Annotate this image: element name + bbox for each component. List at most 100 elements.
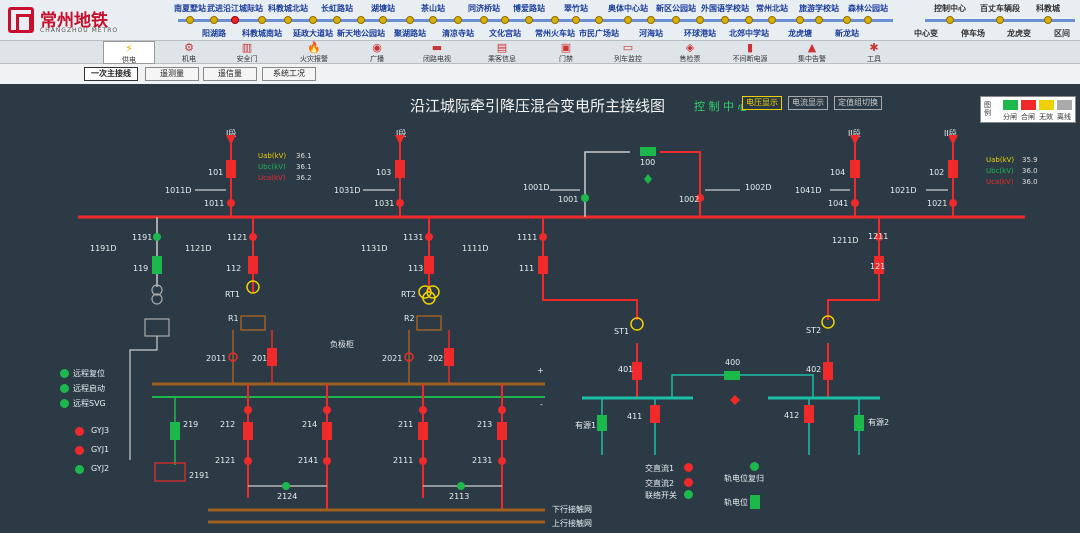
- remote-control-indicator[interactable]: [60, 384, 69, 393]
- tab-4[interactable]: 🔥火灾报警: [288, 41, 340, 64]
- station-marker[interactable]: [672, 16, 680, 24]
- remote-control-indicator[interactable]: [60, 369, 69, 378]
- tab-13[interactable]: ✱工具: [848, 41, 900, 64]
- view-subtabs: 一次主接线遥测量遥信量系统工况: [0, 64, 1080, 84]
- station-name[interactable]: 环球港站: [684, 29, 716, 38]
- voltage-display-button[interactable]: 电压显示: [742, 96, 782, 110]
- station-marker[interactable]: [454, 16, 462, 24]
- station-marker[interactable]: [647, 16, 655, 24]
- station-marker[interactable]: [429, 16, 437, 24]
- station-name[interactable]: 延政大道站: [293, 29, 333, 38]
- tab-5[interactable]: ◉广播: [351, 41, 403, 64]
- station-name[interactable]: 常州北站: [756, 4, 788, 13]
- station-marker[interactable]: [843, 16, 851, 24]
- remote-control-label[interactable]: 远程复位: [73, 369, 105, 378]
- station-marker[interactable]: [525, 16, 533, 24]
- station-name[interactable]: 龙虎塘: [788, 29, 812, 38]
- depot-marker[interactable]: [1044, 16, 1052, 24]
- station-marker[interactable]: [572, 16, 580, 24]
- station-name[interactable]: 武进沿江城际站: [207, 4, 263, 13]
- station-marker[interactable]: [231, 16, 239, 24]
- station-name[interactable]: 同济桥站: [468, 4, 500, 13]
- subtab-1[interactable]: 一次主接线: [84, 67, 138, 81]
- device-label-1041D: 1041D: [795, 186, 822, 195]
- station-marker[interactable]: [379, 16, 387, 24]
- depot-name[interactable]: 科教城: [1036, 4, 1060, 13]
- device-label-103: 103: [376, 168, 392, 177]
- station-name[interactable]: 茶山站: [421, 4, 445, 13]
- station-name[interactable]: 旅游学校站: [799, 4, 839, 13]
- depot-name[interactable]: 区间: [1054, 29, 1070, 38]
- tab-2[interactable]: ⚙机电: [163, 41, 215, 64]
- station-marker[interactable]: [406, 16, 414, 24]
- station-name[interactable]: 博爱路站: [513, 4, 545, 13]
- station-name[interactable]: 清凉寺站: [442, 29, 474, 38]
- station-marker[interactable]: [258, 16, 266, 24]
- left-ubc-label: Ubc(kV): [258, 163, 286, 171]
- up-catenary-label: 上行接触网: [552, 519, 592, 528]
- station-name[interactable]: 长虹路站: [321, 4, 353, 13]
- station-name[interactable]: 湖塘站: [371, 4, 395, 13]
- tab-9[interactable]: ▭列车监控: [602, 41, 654, 64]
- station-marker[interactable]: [768, 16, 776, 24]
- tab-6[interactable]: ▬闭路电视: [411, 41, 463, 64]
- station-marker[interactable]: [624, 16, 632, 24]
- station-name[interactable]: 阳湖路: [202, 29, 226, 38]
- remote-control-indicator[interactable]: [60, 399, 69, 408]
- subtab-2[interactable]: 遥测量: [145, 67, 199, 81]
- tab-10[interactable]: ◈售检票: [664, 41, 716, 64]
- station-name[interactable]: 河海站: [639, 29, 663, 38]
- station-name[interactable]: 新龙站: [835, 29, 859, 38]
- tab-7[interactable]: ▤乘客信息: [476, 41, 528, 64]
- station-name[interactable]: 文化宫站: [489, 29, 521, 38]
- subtab-3[interactable]: 遥信量: [203, 67, 257, 81]
- station-marker[interactable]: [501, 16, 509, 24]
- current-display-button[interactable]: 电流显示: [788, 96, 828, 110]
- subtab-4[interactable]: 系统工况: [262, 67, 316, 81]
- station-marker[interactable]: [333, 16, 341, 24]
- station-marker[interactable]: [796, 16, 804, 24]
- station-name[interactable]: 翠竹站: [564, 4, 588, 13]
- station-name[interactable]: 新天地公园站: [337, 29, 385, 38]
- station-name[interactable]: 市民广场站: [579, 29, 619, 38]
- station-marker[interactable]: [721, 16, 729, 24]
- depot-name[interactable]: 百丈车辆段: [980, 4, 1020, 13]
- depot-marker[interactable]: [946, 16, 954, 24]
- station-marker[interactable]: [357, 16, 365, 24]
- remote-control-label[interactable]: 远程启动: [73, 384, 105, 393]
- station-name[interactable]: 奥体中心站: [608, 4, 648, 13]
- depot-name[interactable]: 控制中心: [934, 4, 966, 13]
- station-marker[interactable]: [595, 16, 603, 24]
- station-marker[interactable]: [551, 16, 559, 24]
- station-marker[interactable]: [480, 16, 488, 24]
- depot-name[interactable]: 龙虎变: [1007, 29, 1031, 38]
- station-marker[interactable]: [210, 16, 218, 24]
- tab-12[interactable]: ▲集中告警: [786, 41, 838, 64]
- station-marker[interactable]: [284, 16, 292, 24]
- station-marker[interactable]: [309, 16, 317, 24]
- station-name[interactable]: 科教城北站: [268, 4, 308, 13]
- depot-name[interactable]: 停车场: [961, 29, 985, 38]
- tab-1[interactable]: ⚡供电: [103, 41, 155, 64]
- setting-group-switch-button[interactable]: 定值组切换: [834, 96, 882, 110]
- remote-control-label[interactable]: 远程SVG: [73, 399, 106, 408]
- station-name[interactable]: 森林公园站: [848, 4, 888, 13]
- station-marker[interactable]: [186, 16, 194, 24]
- station-marker[interactable]: [745, 16, 753, 24]
- station-name[interactable]: 常州火车站: [535, 29, 575, 38]
- station-marker[interactable]: [815, 16, 823, 24]
- tab-11[interactable]: ▮不间断电源: [724, 41, 776, 64]
- tab-8[interactable]: ▣门禁: [540, 41, 592, 64]
- station-name[interactable]: 北郊中学站: [729, 29, 769, 38]
- tab-3[interactable]: ▥安全门: [221, 41, 273, 64]
- station-name[interactable]: 南夏墅站: [174, 4, 206, 13]
- depot-marker[interactable]: [996, 16, 1004, 24]
- station-marker[interactable]: [696, 16, 704, 24]
- station-name[interactable]: 新区公园站: [656, 4, 696, 13]
- depot-name[interactable]: 中心变: [914, 29, 938, 38]
- device-label-1121D: 1121D: [185, 244, 212, 253]
- station-name[interactable]: 聚湖路站: [394, 29, 426, 38]
- station-marker[interactable]: [864, 16, 872, 24]
- station-name[interactable]: 外国语学校站: [701, 4, 749, 13]
- station-name[interactable]: 科教城南站: [242, 29, 282, 38]
